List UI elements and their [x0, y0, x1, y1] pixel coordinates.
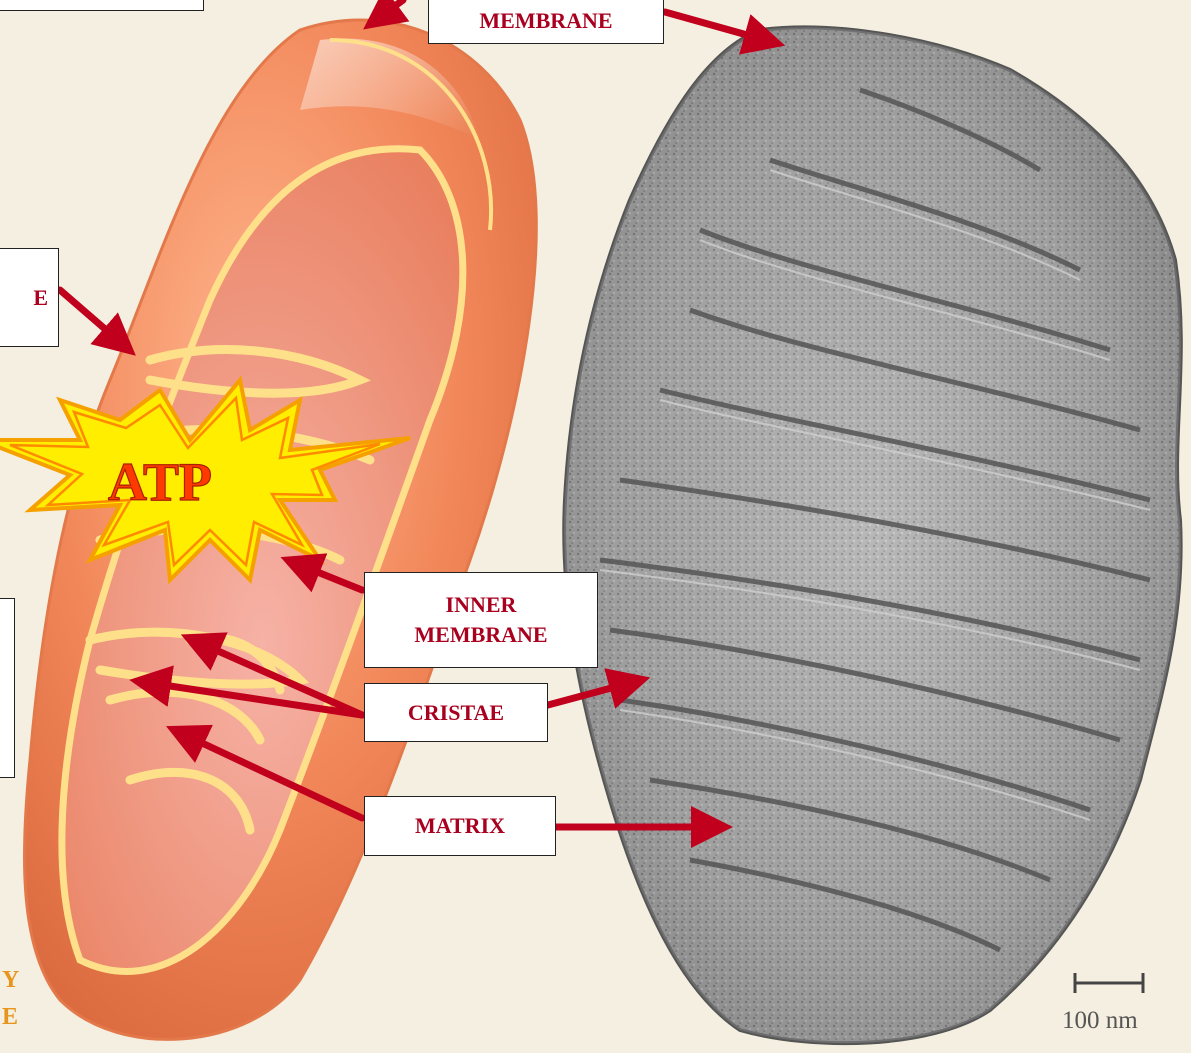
outer-membrane-label-text: MEMBRANE — [479, 6, 612, 36]
inner-membrane-label: INNER MEMBRANE — [364, 572, 598, 668]
cristae-label-text: CRISTAE — [408, 698, 504, 728]
cropped-label-box-top — [0, 0, 204, 11]
matrix-label-text: MATRIX — [415, 811, 505, 841]
matrix-label: MATRIX — [364, 796, 556, 856]
intermembrane-label-text: E — [33, 283, 48, 313]
inner-membrane-label-line1: INNER — [446, 590, 517, 620]
cristae-label: CRISTAE — [364, 683, 548, 742]
side-text-line1: Y — [2, 962, 19, 999]
intermembrane-label: E — [0, 248, 59, 347]
inner-membrane-label-line2: MEMBRANE — [414, 620, 547, 650]
side-text-fragment: Y E — [2, 962, 19, 1036]
atp-text: ATP — [108, 452, 212, 512]
cropped-label-box-left — [0, 598, 15, 778]
electron-micrograph — [564, 27, 1181, 1043]
outer-membrane-label: MEMBRANE — [428, 0, 664, 44]
scale-bar-label: 100 nm — [1062, 1007, 1138, 1035]
side-text-line2: E — [2, 999, 19, 1036]
